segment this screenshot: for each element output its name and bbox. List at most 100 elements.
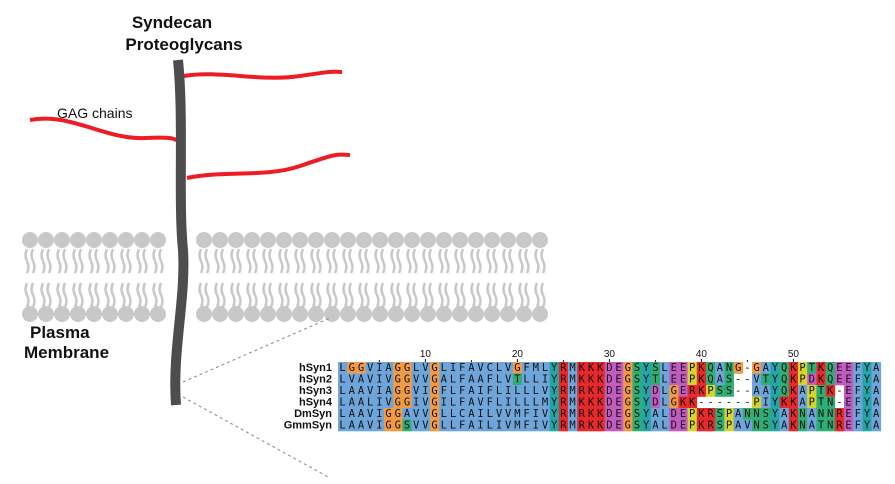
lipid-tail: [94, 248, 100, 274]
residue-letter: A: [349, 397, 356, 409]
residue-cell: [365, 396, 376, 409]
residue-cell: [476, 396, 486, 409]
residue-letter: A: [717, 374, 724, 386]
residue-letter: F: [523, 408, 529, 420]
residue-letter: L: [339, 397, 345, 409]
residue-cell: [752, 419, 762, 432]
gag-chains-label: GAG chains: [57, 105, 132, 121]
residue-cell: [623, 373, 633, 386]
lipid-tail: [198, 248, 204, 274]
lipid-tail: [78, 282, 84, 308]
residue-letter: G: [431, 374, 437, 386]
residue-letter: -: [744, 362, 750, 374]
residue-cell: [604, 419, 615, 432]
residue-cell: [614, 419, 624, 432]
residue-cell: [834, 362, 845, 374]
residue-cell: [816, 362, 826, 374]
residue-cell: [853, 385, 863, 397]
residue-cell: [871, 396, 882, 409]
residue-cell: [457, 385, 468, 397]
lipid-tail: [24, 248, 30, 274]
lipid-tail: [470, 282, 476, 308]
residue-letter: D: [671, 408, 677, 420]
residue-letter: S: [726, 374, 732, 386]
lipid-tail: [24, 282, 30, 308]
residue-letter: N: [799, 408, 805, 420]
residue-letter: A: [349, 385, 356, 397]
residue-cell: [733, 408, 744, 420]
residue-cell: [742, 408, 753, 420]
gag-chain-left: [29, 116, 185, 143]
lipid-tail: [310, 248, 316, 274]
residue-cell: [356, 408, 366, 420]
residue-letter: L: [339, 420, 345, 432]
residue-cell: [798, 362, 808, 374]
residue-cell: [752, 385, 762, 397]
residue-cell: [862, 396, 872, 409]
residue-letter: V: [505, 362, 512, 374]
residue-cell: [531, 362, 541, 374]
residue-letter: L: [450, 420, 456, 432]
residue-letter: M: [533, 362, 539, 374]
residue-cell: [365, 408, 376, 420]
residue-cell: [715, 419, 725, 432]
residue-cell: [522, 385, 532, 397]
lipid-tail: [406, 282, 412, 308]
residue-cell: [816, 373, 826, 386]
residue-cell: [871, 408, 882, 420]
residue-letter: L: [523, 397, 529, 409]
lipid-tail: [252, 248, 258, 274]
residue-letter: S: [726, 385, 732, 397]
residue-letter: Y: [772, 362, 779, 374]
residue-letter: N: [753, 408, 759, 420]
residue-letter: S: [634, 397, 640, 409]
residue-cell: [540, 385, 550, 397]
residue-letter: V: [385, 397, 392, 409]
lipid-head: [196, 306, 212, 322]
residue-cell: [678, 419, 688, 432]
residue-cell: [485, 408, 495, 420]
residue-letter: A: [468, 408, 475, 420]
lipid-tail: [158, 282, 164, 308]
residue-letter: A: [717, 362, 724, 374]
lipid-head: [38, 232, 54, 248]
lipid-tail: [380, 282, 386, 308]
residue-letter: -: [836, 397, 842, 409]
residue-cell: [853, 396, 863, 409]
residue-letter: P: [809, 385, 815, 397]
residue-cell: [632, 385, 642, 397]
residue-letter: F: [855, 374, 861, 386]
residue-cell: [660, 362, 670, 374]
residue-cell: [512, 419, 523, 432]
lipid-tail: [534, 282, 540, 308]
residue-cell: [347, 396, 357, 409]
residue-letter: K: [588, 420, 595, 432]
residue-cell: [724, 408, 734, 420]
residue-cell: [687, 419, 698, 432]
lipid-tail: [104, 282, 110, 308]
residue-letter: K: [781, 397, 788, 409]
residue-letter: Y: [643, 397, 650, 409]
lipid-tail: [152, 282, 158, 308]
residue-letter: -: [698, 397, 704, 409]
residue-letter: A: [873, 385, 880, 397]
lipid-head: [292, 306, 308, 322]
residue-cell: [338, 408, 348, 420]
residue-letter: A: [873, 362, 880, 374]
residue-cell: [420, 373, 431, 386]
residue-letter: S: [634, 420, 640, 432]
residue-cell: [604, 362, 615, 374]
lipid-tail: [294, 248, 300, 274]
lipid-tail: [358, 248, 364, 274]
residue-cell: [448, 362, 458, 374]
residue-letter: K: [698, 374, 705, 386]
lipid-head: [54, 306, 70, 322]
residue-letter: E: [845, 420, 851, 432]
residue-letter: R: [560, 397, 567, 409]
residue-letter: V: [349, 374, 356, 386]
residue-cell: [669, 362, 679, 374]
residue-cell: [641, 373, 652, 386]
residue-letter: V: [505, 420, 512, 432]
residue-letter: L: [367, 397, 373, 409]
residue-letter: G: [514, 362, 520, 374]
